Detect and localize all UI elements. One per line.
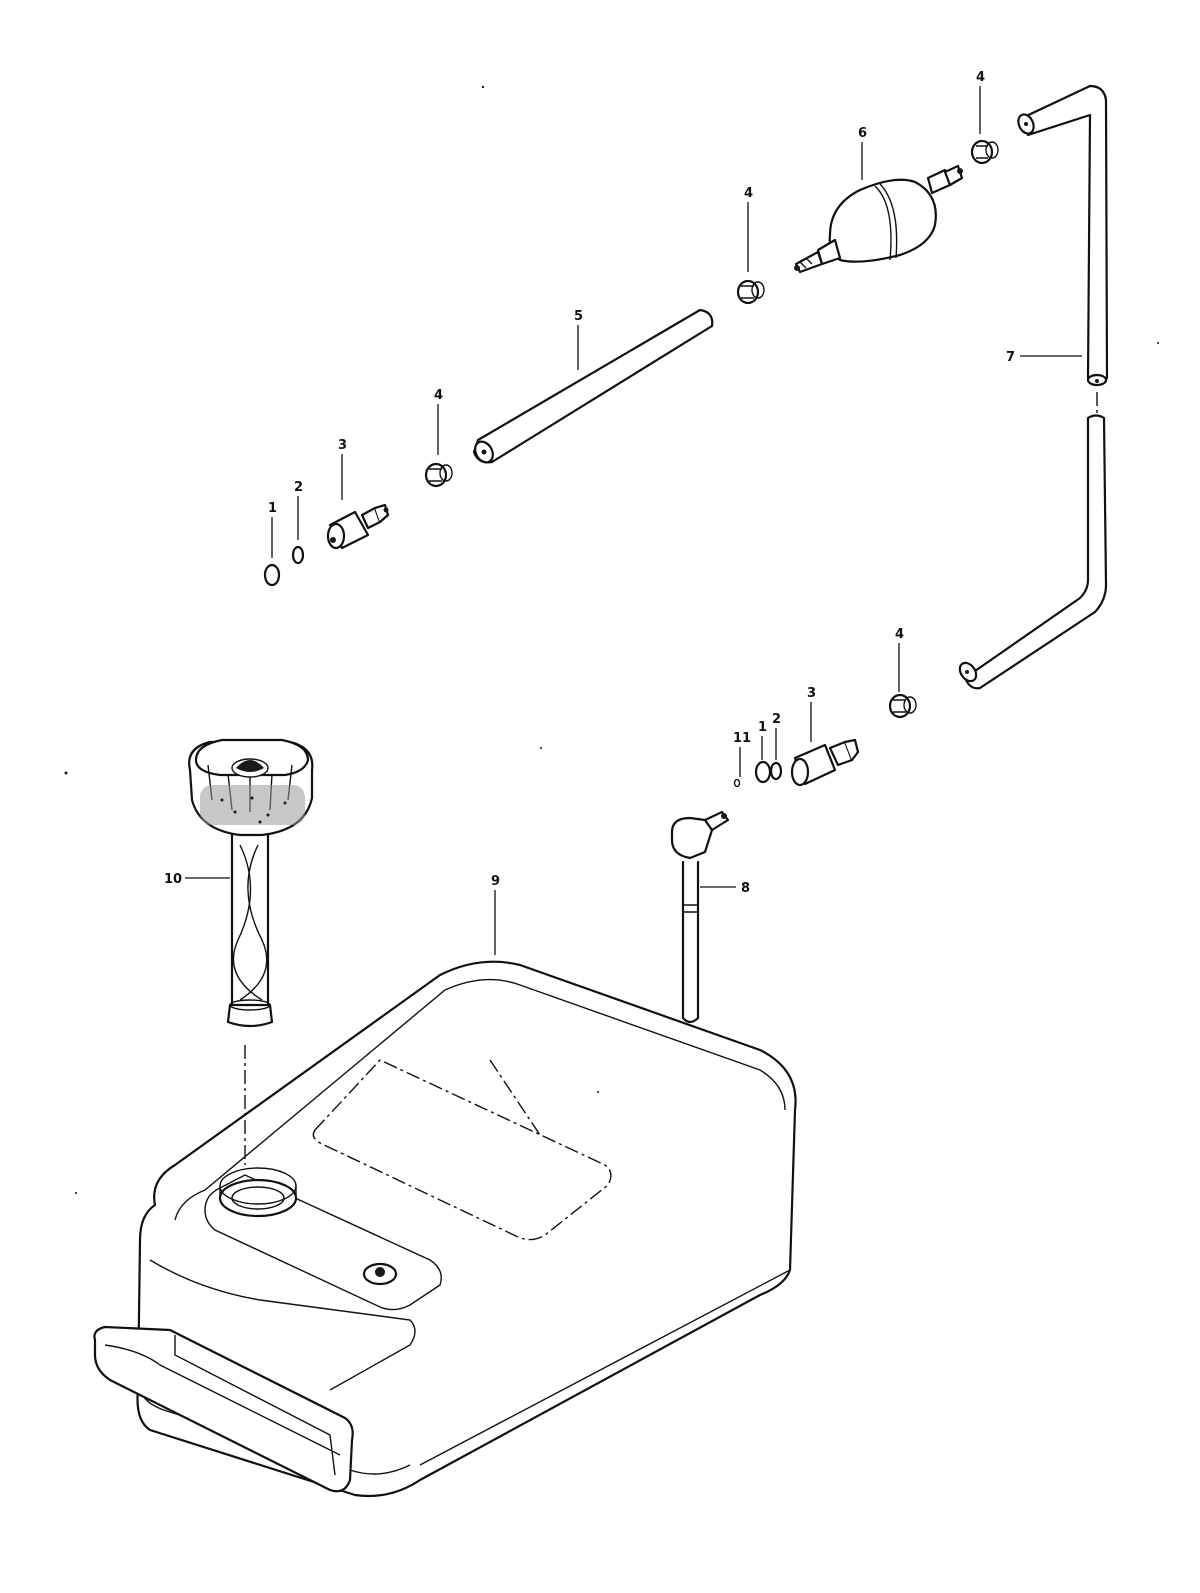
callout-4-lower-right: 4 — [895, 627, 904, 642]
callout-2-tank-side: 2 — [772, 712, 781, 727]
callout-3-engine-side: 3 — [338, 438, 347, 453]
callout-5: 5 — [574, 309, 583, 324]
callout-8: 8 — [741, 881, 750, 896]
engine-side-connector-assembly — [263, 503, 390, 587]
leader-lines — [185, 86, 1082, 955]
callout-3-tank-side: 3 — [807, 686, 816, 701]
fuel-tank — [93, 960, 797, 1498]
callout-2-engine-side: 2 — [294, 480, 303, 495]
fuel-line-hose-upper — [1017, 84, 1109, 414]
callout-labels: 1 2 3 4 4 4 5 6 4 7 10 9 11 1 2 3 8 — [164, 70, 1015, 896]
hose-clamp-top-right — [970, 139, 999, 165]
hose-clamp-middle — [736, 279, 765, 305]
callout-9: 9 — [491, 874, 500, 889]
callout-7: 7 — [1006, 350, 1015, 365]
callout-4-left: 4 — [434, 388, 443, 403]
fuel-line-hose-lower — [958, 414, 1108, 690]
hose-clamp-left — [424, 462, 453, 488]
fuel-gauge — [188, 738, 314, 1028]
callout-4-top-right: 4 — [976, 70, 985, 85]
primer-bulb — [794, 164, 964, 274]
tank-side-connector-assembly — [733, 693, 917, 788]
callout-1-tank-side: 1 — [758, 720, 767, 735]
pickup-elbow-tube — [670, 810, 730, 1024]
callout-4-middle: 4 — [744, 186, 753, 201]
fuel-line-hose-middle — [472, 308, 714, 464]
scan-specks — [64, 85, 1159, 1194]
callout-6: 6 — [858, 126, 867, 141]
callout-10: 10 — [164, 872, 182, 887]
callout-1-engine-side: 1 — [268, 501, 277, 516]
callout-11: 11 — [733, 731, 751, 746]
